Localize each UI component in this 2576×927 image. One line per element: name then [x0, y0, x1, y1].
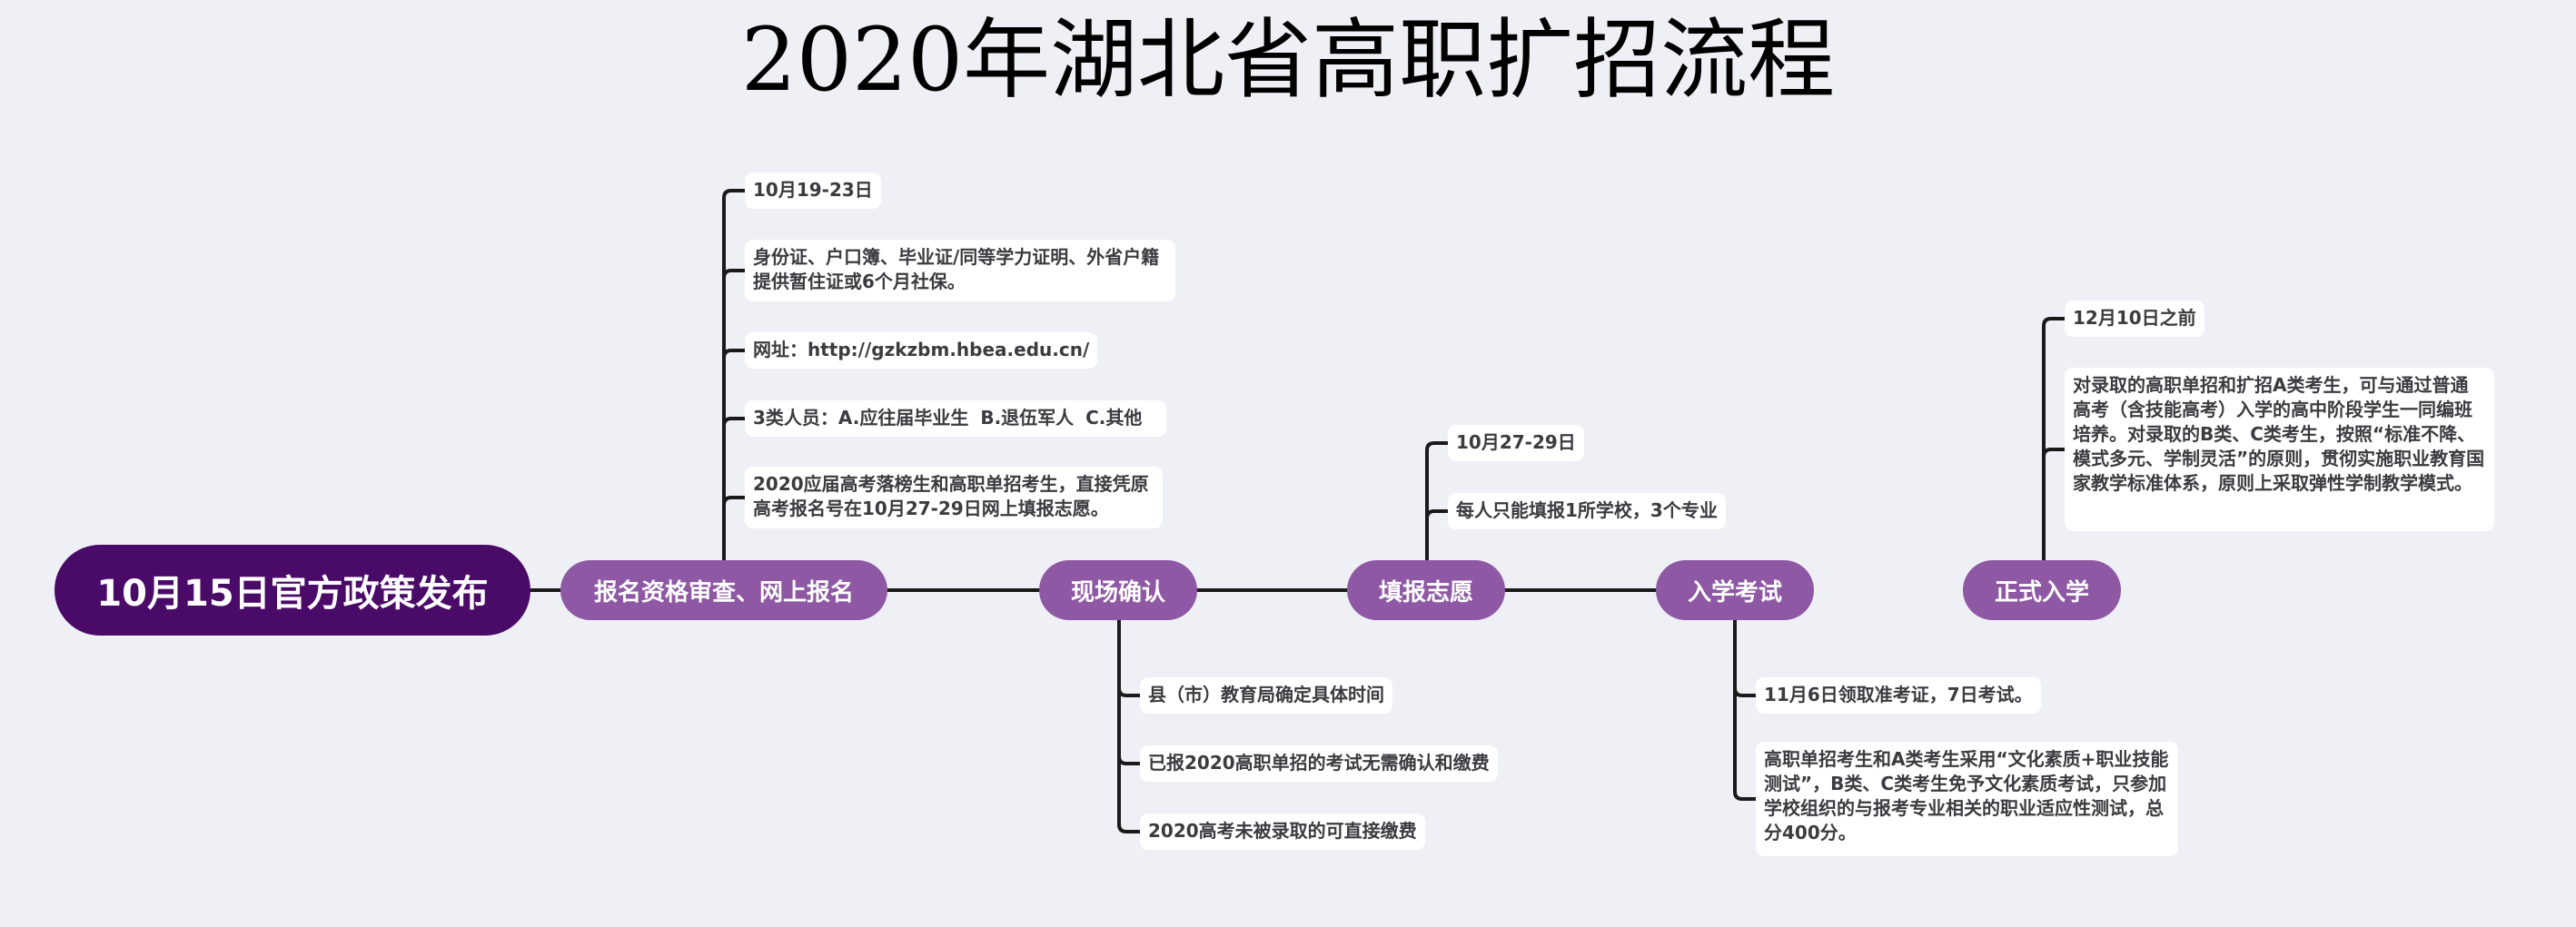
diagram-title: 2020年湖北省高职扩招流程: [740, 9, 1836, 111]
leaf-exam-ticket: 11月6日领取准考证，7日考试。: [1756, 677, 2041, 714]
leaf-confirmation-exempt: 已报2020高职单招的考试无需确认和缴费: [1140, 745, 1498, 782]
connector-stage-2: [1117, 618, 1142, 833]
leaf-exam-format: 高职单招考生和A类考生采用“文化素质+职业技能测试”，B类、C类考生免予文化素质…: [1756, 742, 2178, 856]
leaf-registration-note: 2020应届高考落榜生和高职单招考生，直接凭原高考报名号在10月27-29日网上…: [745, 467, 1163, 528]
root-node: 10月15日官方政策发布: [54, 545, 530, 636]
connector-stage-5: [2042, 317, 2066, 562]
leaf-registration-documents: 身份证、户口簿、毕业证/同等学力证明、外省户籍提供暂住证或6个月社保。: [745, 240, 1175, 301]
leaf-enrollment-deadline: 12月10日之前: [2065, 301, 2204, 337]
stage-node-enrollment: 正式入学: [1963, 560, 2121, 620]
leaf-application-dates: 10月27-29日: [1448, 425, 1584, 461]
leaf-confirmation-payment: 2020高考未被录取的可直接缴费: [1140, 814, 1425, 850]
leaf-application-limit: 每人只能填报1所学校，3个专业: [1448, 493, 1726, 529]
stage-node-registration: 报名资格审查、网上报名: [560, 560, 887, 620]
leaf-registration-website: 网址：http://gzkzbm.hbea.edu.cn/: [745, 332, 1098, 369]
connector-stage-4: [1733, 618, 1758, 801]
leaf-registration-dates: 10月19-23日: [745, 173, 881, 209]
stage-node-application: 填报志愿: [1347, 560, 1505, 620]
stage-node-entrance-exam: 入学考试: [1656, 560, 1814, 620]
leaf-enrollment-policy: 对录取的高职单招和扩招A类考生，可与通过普通高考（含技能高考）入学的高中阶段学生…: [2065, 368, 2494, 531]
leaf-registration-categories: 3类人员：A.应往届毕业生 B.退伍军人 C.其他: [745, 400, 1166, 437]
stage-node-onsite-confirmation: 现场确认: [1039, 560, 1197, 620]
connector-stage-1: [722, 189, 747, 562]
connector-stage-3: [1425, 441, 1450, 562]
leaf-confirmation-schedule: 县（市）教育局确定具体时间: [1140, 677, 1392, 714]
